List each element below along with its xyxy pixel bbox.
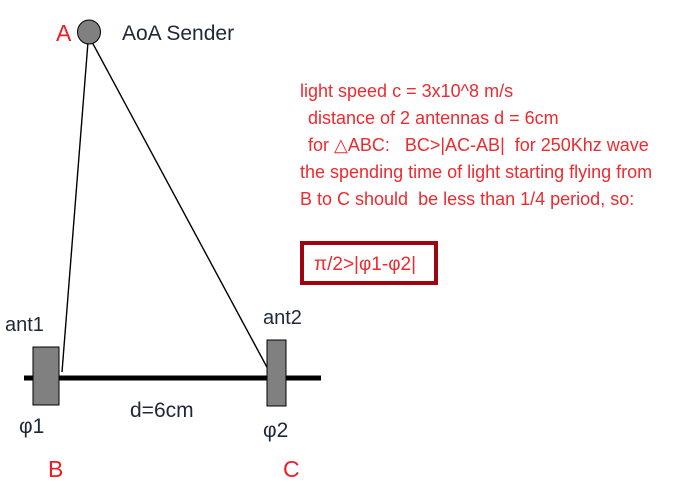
vertex-label-c: C [283, 456, 300, 482]
aoa-sender-label: AoA Sender [122, 22, 235, 45]
note-line-5: B to C should be less than 1/4 period, s… [300, 189, 635, 209]
vertex-label-b: B [48, 456, 64, 482]
antenna-1-label: ant1 [5, 314, 44, 336]
line-a-to-c [91, 41, 270, 372]
phase-1-label: φ1 [19, 415, 45, 438]
vertex-label-a: A [56, 20, 72, 46]
antenna-separation-label: d=6cm [130, 399, 194, 422]
note-line-1: light speed c = 3x10^8 m/s [300, 81, 514, 101]
note-line-4: the spending time of light starting flyi… [300, 162, 653, 182]
antenna-1-element [32, 346, 60, 406]
note-line-2: distance of 2 antennas d = 6cm [308, 108, 559, 128]
antenna-2-element [266, 339, 287, 407]
phase-2-label: φ2 [263, 419, 289, 442]
aoa-sender-node [77, 19, 101, 45]
formula-text: π/2>|φ1-φ2| [314, 254, 417, 275]
note-line-3: for △ABC: BC>|AC-AB| for 250Khz wave [308, 135, 649, 155]
formula-box: π/2>|φ1-φ2| [300, 241, 438, 285]
antenna-2-label: ant2 [263, 307, 302, 329]
line-a-to-b [61, 41, 89, 373]
annotation-notes: light speed c = 3x10^8 m/s distance of 2… [300, 78, 684, 213]
